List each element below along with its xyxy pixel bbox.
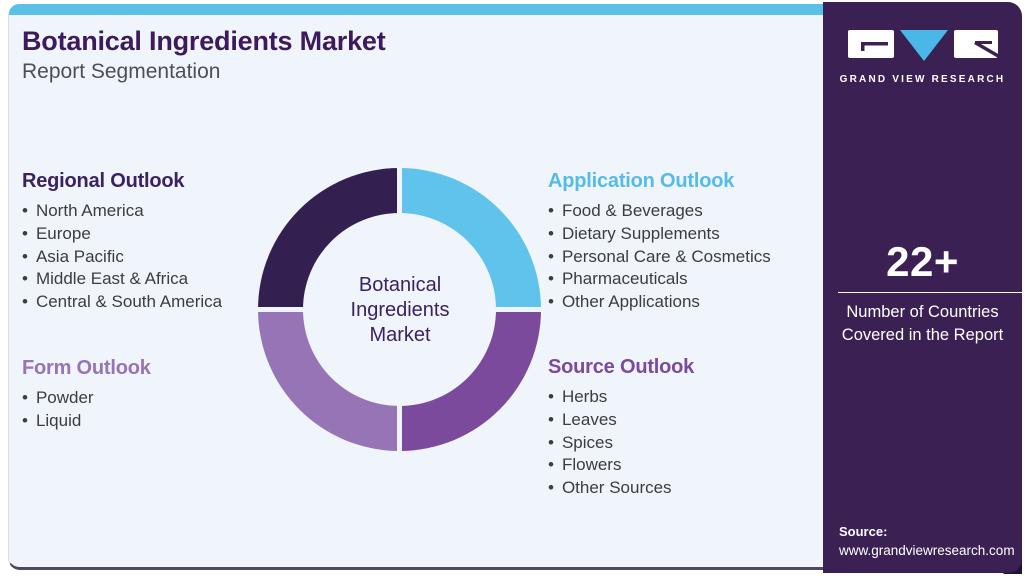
section-title: Regional Outlook [22,170,185,192]
list-item: Personal Care & Cosmetics [548,246,818,269]
donut-segment-form-outlook [258,309,400,451]
donut-center-label: Botanical Ingredients Market [255,165,545,455]
list-item: Spices [548,432,818,455]
list-item: North America [22,200,272,223]
section-application-outlook: Application Outlook Food & BeveragesDiet… [548,170,818,314]
source-url: www.grandviewresearch.com [839,543,1015,558]
list-item: Dietary Supplements [548,223,818,246]
gvr-logo: GRAND VIEW RESEARCH [823,30,1022,85]
source-block: Source: www.grandviewresearch.com [839,524,1015,558]
list-item: Liquid [22,410,272,433]
section-list: PowderLiquid [22,387,272,433]
donut-chart [256,166,543,453]
section-title: Source Outlook [548,356,695,378]
section-list: Food & BeveragesDietary SupplementsPerso… [548,200,818,314]
list-item: Europe [22,223,272,246]
list-item: Other Sources [548,477,818,500]
list-item: Leaves [548,409,818,432]
list-item: Herbs [548,386,818,409]
segmentation-donut: Botanical Ingredients Market [255,165,545,455]
gvr-logo-icon [847,30,1001,61]
stat-caption: Number of Countries Covered in the Repor… [823,301,1022,347]
section-regional-outlook: Regional Outlook North AmericaEuropeAsia… [22,170,272,314]
donut-segment-application-outlook [399,168,541,310]
logo-v-triangle-icon [899,30,948,61]
list-item: Pharmaceuticals [548,268,818,291]
donut-segment-source-outlook [399,309,541,451]
top-accent-bar [9,4,823,15]
section-form-outlook: Form Outlook PowderLiquid [22,357,272,433]
countries-stat: 22+ Number of Countries Covered in the R… [823,238,1022,347]
logo-wordmark: GRAND VIEW RESEARCH [839,74,1006,85]
section-source-outlook: Source Outlook HerbsLeavesSpicesFlowersO… [548,356,818,500]
source-label: Source: [839,524,888,539]
list-item: Powder [22,387,272,410]
list-item: Middle East & Africa [22,268,272,291]
page-subtitle: Report Segmentation [22,60,221,83]
list-item: Flowers [548,454,818,477]
stat-caption-line: Covered in the Report [841,326,1004,344]
page-title: Botanical Ingredients Market [22,26,386,56]
donut-segment-regional-outlook [258,168,400,310]
center-label-line: Ingredients [350,298,450,321]
list-item: Food & Beverages [548,200,818,223]
list-item: Asia Pacific [22,246,272,269]
stat-caption-line: Number of Countries [846,303,999,321]
section-title: Form Outlook [22,357,151,379]
center-label-line: Botanical [358,273,442,296]
sidebar: GRAND VIEW RESEARCH 22+ Number of Countr… [823,2,1022,573]
section-list: HerbsLeavesSpicesFlowersOther Sources [548,386,818,500]
stat-value: 22+ [886,238,959,285]
list-item: Other Applications [548,291,818,314]
stat-divider [838,292,1022,293]
center-label-line: Market [369,323,431,346]
section-title: Application Outlook [548,170,735,192]
list-item: Central & South America [22,291,272,314]
section-list: North AmericaEuropeAsia PacificMiddle Ea… [22,200,272,314]
